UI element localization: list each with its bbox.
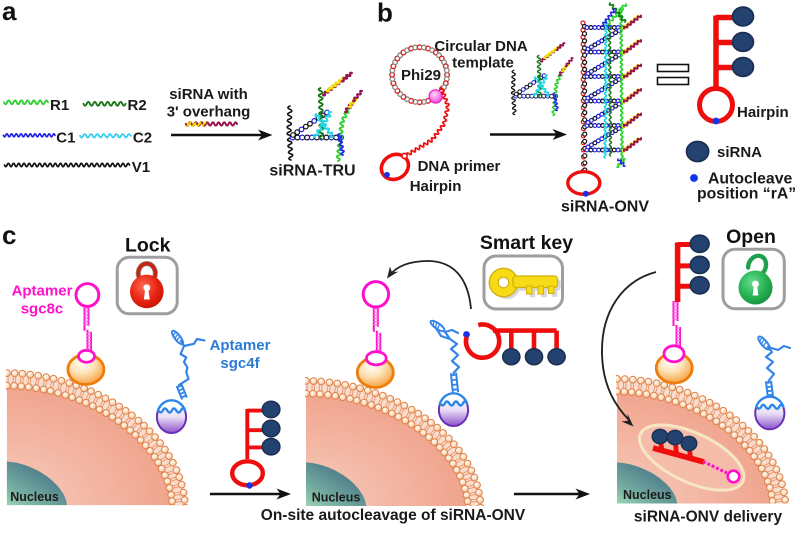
svg-text:V1: V1 [132,159,150,176]
svg-text:siRNA-ONV delivery: siRNA-ONV delivery [634,509,783,526]
svg-text:3' overhang: 3' overhang [167,104,251,121]
svg-text:c: c [2,220,16,250]
svg-text:Phi29: Phi29 [401,67,441,84]
svg-text:a: a [2,0,17,26]
svg-text:siRNA with: siRNA with [169,86,248,103]
svg-text:Smart key: Smart key [480,232,573,254]
svg-text:Lock: Lock [125,235,171,257]
svg-text:template: template [452,55,514,72]
svg-text:On-site autocleavage of siRNA-: On-site autocleavage of siRNA-ONV [261,507,526,524]
svg-text:siRNA-TRU: siRNA-TRU [269,163,355,180]
svg-text:sgc4f: sgc4f [220,355,260,372]
svg-text:Circular DNA: Circular DNA [434,38,528,55]
svg-text:siRNA: siRNA [717,144,762,161]
svg-text:Nucleus: Nucleus [623,488,672,502]
svg-text:b: b [377,0,393,28]
svg-text:C2: C2 [133,130,152,147]
svg-text:R2: R2 [128,97,147,114]
svg-text:Hairpin: Hairpin [410,178,462,195]
svg-text:R1: R1 [50,97,69,114]
svg-text:siRNA-ONV: siRNA-ONV [561,199,649,216]
svg-text:sgc8c: sgc8c [21,301,64,318]
svg-text:Hairpin: Hairpin [737,104,789,121]
svg-text:position “rA”: position “rA” [697,186,796,203]
svg-text:Nucleus: Nucleus [10,490,59,504]
svg-text:C1: C1 [56,130,75,147]
svg-text:DNA primer: DNA primer [418,158,501,175]
svg-text:Aptamer: Aptamer [12,283,73,300]
svg-text:Open: Open [726,226,776,248]
svg-text:Nucleus: Nucleus [312,491,361,505]
svg-text:Aptamer: Aptamer [210,337,271,354]
